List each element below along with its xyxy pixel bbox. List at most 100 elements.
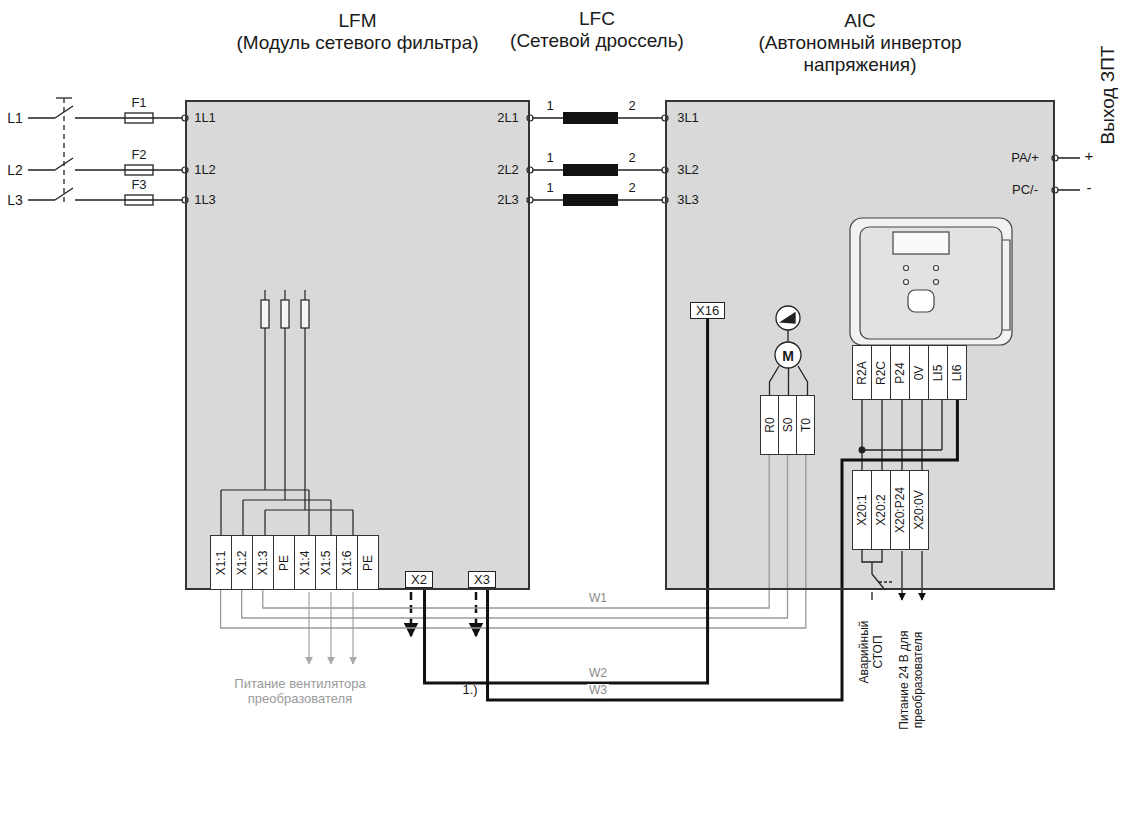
terminal-name: R0: [763, 417, 777, 432]
schematic-label: Аварийный СТОП: [858, 615, 886, 690]
drive-keypad: [904, 266, 909, 271]
control-wiring: [921, 551, 922, 600]
terminal-cell: X20:2: [871, 470, 891, 550]
connector-name: X3: [474, 572, 490, 587]
filter-fuses: [265, 328, 353, 535]
terminal-name: PE: [361, 554, 375, 570]
terminal-name: X20:P24: [893, 487, 907, 533]
mains-wiring: [28, 106, 185, 200]
module-box: LFM(Модуль сетевого фильтра)X1:1X1:2X1:3…: [185, 100, 530, 590]
heading-text: AIC: [727, 10, 993, 32]
mains-wiring: [530, 118, 665, 200]
terminal-cell: R2A: [852, 345, 872, 400]
schematic-label: F1: [131, 96, 146, 111]
terminal-cell: X20:1: [852, 470, 872, 550]
choke-symbol: [563, 194, 618, 206]
module-heading: LFM(Модуль сетевого фильтра): [167, 10, 548, 54]
cable-line: [263, 455, 769, 608]
schematic-label: Выход ЗПТ: [1097, 46, 1119, 145]
connector-tag: X16: [690, 302, 725, 319]
terminal-name: X20:2: [874, 494, 888, 525]
schematic-label: 2: [628, 151, 635, 166]
mains-wiring: [125, 113, 153, 123]
mains-wiring: [63, 98, 64, 206]
terminal-name: LI5: [931, 364, 945, 381]
terminal-name: X1:2: [235, 550, 249, 575]
terminal-name: X20:0V: [912, 490, 926, 529]
schematic-label: L3: [7, 192, 23, 208]
optional-cable-arrows: [475, 592, 478, 636]
filter-fuses: [243, 328, 331, 535]
mains-wiring: [56, 97, 72, 98]
module-box: AIC(Автономный инвертор напряжения)X16R0…: [665, 100, 1055, 590]
connector-name: X2: [411, 572, 427, 587]
fan-motor-symbol: [770, 366, 808, 395]
terminal-name: T0: [799, 418, 813, 432]
terminal-cell: X1:1: [210, 535, 232, 590]
cable-connector: [488, 400, 958, 700]
schematic-label: 1L1: [194, 111, 216, 126]
fan-motor-symbol: [776, 306, 800, 330]
terminal-cell: X1:3: [252, 535, 274, 590]
filter-fuses: [265, 290, 305, 300]
fan-motor-symbol: [781, 313, 795, 323]
terminal-cell: X1:4: [294, 535, 316, 590]
terminal-name: X1:4: [298, 550, 312, 575]
terminal-point: [527, 115, 533, 121]
control-wiring: [859, 400, 942, 600]
schematic-label: L2: [7, 162, 23, 178]
control-wiring: [879, 581, 893, 582]
schematic-label: F2: [131, 148, 146, 163]
schematic-label: -: [1087, 179, 1092, 196]
terminal-name: R2C: [874, 360, 888, 384]
cable-label: W2: [587, 667, 609, 681]
drive-keypad: [934, 280, 939, 285]
drive-keypad: [893, 232, 949, 254]
schematic-label: PA/+: [1011, 151, 1039, 166]
drive-keypad: [934, 266, 939, 271]
terminal-name: R2A: [855, 361, 869, 384]
schematic-label: 2L1: [497, 111, 519, 126]
terminal-name: PE: [277, 554, 291, 570]
drive-keypad: [908, 290, 934, 312]
terminal-cell: R2C: [871, 345, 891, 400]
terminal-name: LI6: [950, 364, 964, 381]
terminal-cell: S0: [778, 395, 797, 455]
schematic-label: Питание вентилятора преобразователя: [200, 677, 400, 707]
fan-motor-symbol: [770, 306, 808, 395]
drive-keypad: [1002, 240, 1010, 330]
component-heading: LFC(Сетевой дроссель): [497, 8, 697, 52]
terminal-point: [1052, 187, 1058, 193]
connector-name: X16: [696, 303, 719, 318]
schematic-label: 1L2: [194, 163, 216, 178]
fan-motor-symbol: [787, 330, 788, 342]
cable-connector: [221, 455, 806, 628]
cable-line: [488, 400, 958, 700]
schematic-label: Питание 24 В для преобразователя: [898, 613, 926, 748]
schematic-label: 2L3: [497, 193, 519, 208]
cable-line: [221, 455, 806, 628]
schematic-label: PC/-: [1012, 183, 1038, 198]
optional-cable-arrows: [411, 592, 476, 636]
filter-fuses: [221, 328, 309, 535]
terminal-cell: LI5: [928, 345, 948, 400]
terminal-strip: X20:1X20:2 X20:P24 X20:0V: [852, 470, 929, 550]
heading-text: (Автономный инвертор напряжения): [727, 32, 993, 76]
fan-motor-symbol: [775, 342, 801, 368]
terminal-strip: R2AR2CP240VLI5LI6: [852, 345, 967, 400]
control-wiring: [859, 447, 865, 453]
schematic-label: 1: [546, 181, 553, 196]
module-fill: [185, 100, 530, 590]
schematic-label: 2L2: [497, 163, 519, 178]
schematic-label: 1L3: [194, 193, 216, 208]
schematic-label: 1: [546, 99, 553, 114]
heading-text: (Сетевой дроссель): [497, 30, 697, 52]
cable-label: W1: [587, 592, 609, 606]
terminal-point: [182, 115, 1058, 203]
control-wiring: [901, 551, 902, 600]
terminal-cell: X20:P24: [890, 470, 910, 550]
filter-fuses: [281, 300, 289, 328]
filter-fuses: [301, 300, 309, 328]
terminal-cell: LI6: [947, 345, 967, 400]
